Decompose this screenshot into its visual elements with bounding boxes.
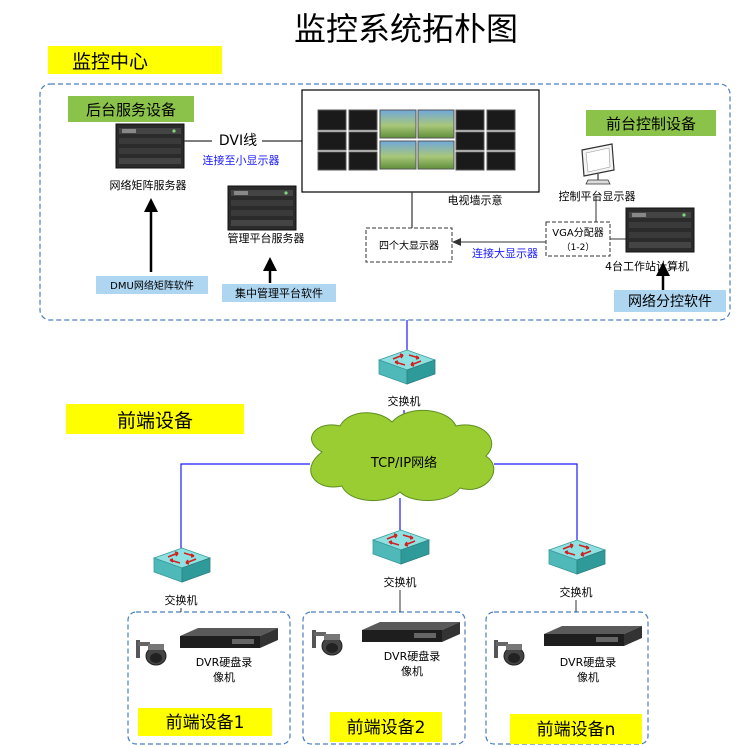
workstation-label: 4台工作站计算机: [605, 259, 689, 273]
tv-wall-screens: [317, 109, 516, 171]
frontend-control-label-bg: [586, 110, 716, 136]
site-switch-icon: [372, 529, 430, 565]
monitoring-center-label: 监控中心: [72, 51, 148, 73]
front-site-box: [127, 611, 291, 745]
connect-small-display-label: 连接至小显示器: [203, 154, 280, 167]
site-switch-label: 交换机: [384, 575, 417, 589]
front-site-box: [485, 611, 649, 745]
tv-wall-small-screen: [455, 131, 485, 151]
dvr-label-line1: DVR硬盘录: [560, 655, 616, 669]
network-control-software-label: 网络分控软件: [628, 294, 712, 310]
connect-big-display-label: 连接大显示器: [472, 246, 538, 260]
matrix-server-icon: [115, 123, 185, 169]
big-displays-box: [365, 227, 453, 263]
tv-wall-small-screen: [486, 151, 516, 171]
tv-wall-small-screen: [317, 109, 347, 131]
network-control-software-label-bg: [614, 290, 726, 312]
vga-splitter-label: VGA分配器: [552, 227, 603, 239]
tv-wall-small-screen: [348, 151, 378, 171]
front-site-box: [302, 611, 466, 745]
dvr-icon: [362, 622, 460, 642]
tv-wall-small-screen: [455, 151, 485, 171]
dvr-label-line1: DVR硬盘录: [196, 655, 252, 669]
tv-wall-big-screen: [417, 109, 455, 139]
main-switch-label: 交换机: [388, 394, 421, 408]
dmu-software-label: DMU网络矩阵软件: [110, 279, 194, 292]
frontend-equipment-label: 前端设备: [117, 410, 193, 432]
camera-icon: [135, 639, 167, 666]
dvr-label-line2: 像机: [577, 670, 599, 684]
site-label-bg: [510, 714, 642, 744]
dvr-icon: [544, 626, 642, 646]
matrix-server-label: 网络矩阵服务器: [110, 178, 187, 192]
dvr-label-line2: 像机: [401, 664, 423, 678]
big-displays-label: 四个大显示器: [379, 239, 439, 252]
dvi-label: DVI线: [219, 133, 257, 149]
dvr-label-line1: DVR硬盘录: [384, 649, 440, 663]
backend-group-label-bg: [68, 96, 194, 122]
mgmt-arrow-head: [263, 257, 277, 271]
central-mgmt-software-label-bg: [222, 284, 336, 302]
site-switch-label: 交换机: [560, 585, 593, 599]
tv-wall-big-screen: [379, 109, 417, 139]
net-control-arrow-head: [656, 262, 670, 276]
site-switch-icon: [548, 539, 606, 575]
control-monitor-label: 控制平台显示器: [559, 189, 636, 203]
main-switch-icon: [378, 349, 436, 385]
page-title: 监控系统拓朴图: [294, 10, 518, 48]
camera-icon: [493, 639, 525, 666]
tv-wall-small-screen: [486, 131, 516, 151]
workstation-icon: [625, 207, 695, 253]
dmu-arrow-head: [144, 198, 158, 212]
tv-wall-label: 电视墙示意: [448, 193, 503, 207]
dvr-label-line2: 像机: [213, 670, 235, 684]
cloud-to-site1-link: [180, 463, 310, 548]
site-label: 前端设备2: [347, 718, 426, 738]
front-sites: 交换机DVR硬盘录像机前端设备1交换机DVR硬盘录像机前端设备2交换机DVR硬盘…: [127, 529, 649, 745]
mgmt-server-icon: [227, 185, 297, 231]
monitoring-center-label-bg: [48, 46, 222, 74]
tcpip-cloud-label: TCP/IP网络: [370, 455, 437, 471]
cloud-to-site3-link: [494, 463, 578, 540]
tv-wall-small-screen: [317, 151, 347, 171]
site-label: 前端设备n: [537, 720, 616, 740]
vga-splitter-ratio: （1-2）: [562, 242, 595, 253]
tv-wall-big-screen: [417, 140, 455, 170]
backend-group-label: 后台服务设备: [86, 101, 176, 119]
site-label-bg: [138, 708, 272, 736]
tv-wall-big-screen: [379, 140, 417, 170]
tv-wall-small-screen: [317, 131, 347, 151]
central-mgmt-software-label: 集中管理平台软件: [235, 286, 323, 300]
monitoring-center-box: [39, 83, 731, 321]
tv-wall-small-screen: [348, 131, 378, 151]
dvr-icon: [180, 628, 278, 648]
control-monitor-icon: [581, 143, 615, 185]
dmu-software-label-bg: [96, 276, 208, 294]
site-switch-label: 交换机: [165, 593, 198, 607]
mgmt-server-label: 管理平台服务器: [228, 231, 305, 245]
tv-wall-small-screen: [348, 109, 378, 131]
site-label-bg: [330, 712, 442, 742]
tv-wall-small-screen: [455, 109, 485, 131]
tv-wall-small-screen: [486, 109, 516, 131]
tcpip-cloud: [310, 409, 495, 502]
connect-big-arrow-head: [452, 238, 461, 246]
vga-splitter-box: [545, 221, 611, 257]
frontend-control-label: 前台控制设备: [606, 115, 696, 133]
site-switch-icon: [153, 547, 211, 583]
frontend-equipment-label-bg: [66, 404, 244, 434]
site-label: 前端设备1: [166, 713, 245, 733]
camera-icon: [311, 629, 343, 656]
